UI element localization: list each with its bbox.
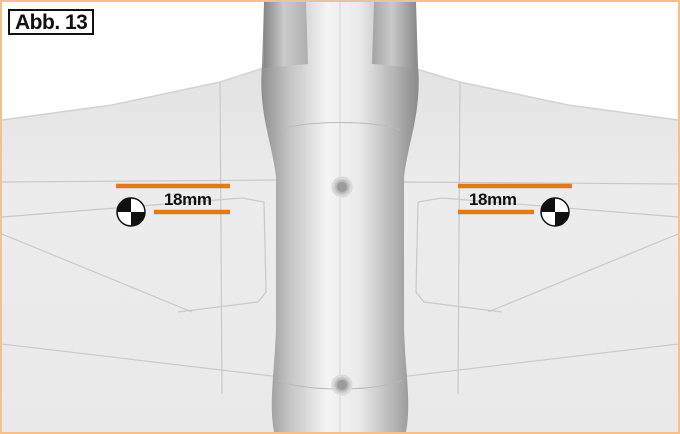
dimension-label-right: 18mm — [469, 190, 517, 209]
dimension-label-left: 18mm — [164, 190, 212, 209]
cg-marker-icon — [540, 197, 570, 227]
figure-label: Abb. 13 — [8, 9, 95, 35]
bolt-icon — [331, 176, 353, 198]
cg-marker-icon — [116, 197, 146, 227]
bolt-icon — [331, 374, 353, 396]
